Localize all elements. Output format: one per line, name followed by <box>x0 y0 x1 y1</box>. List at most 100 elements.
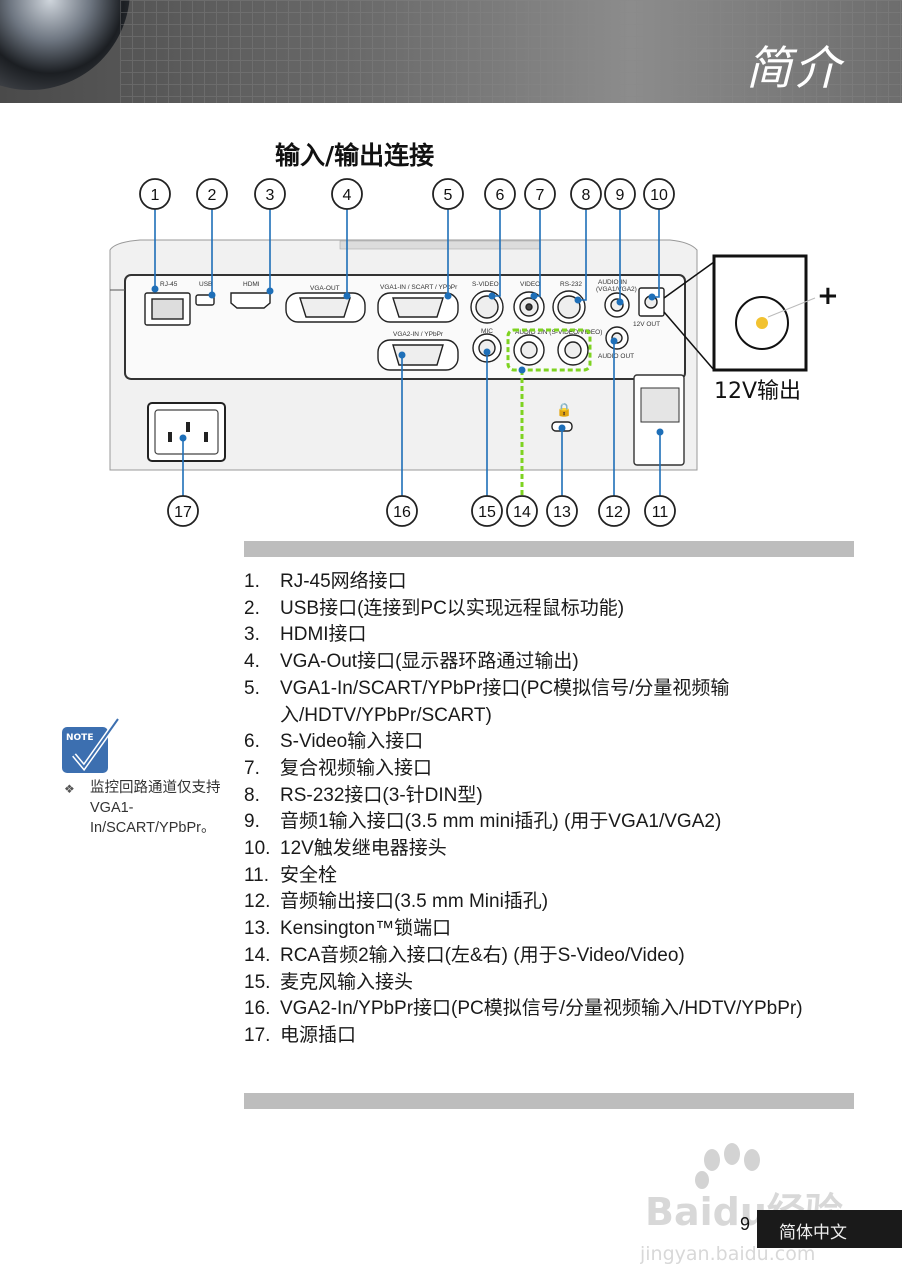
list-item: 3.HDMI接口 <box>244 622 864 649</box>
vga-out-port-label: VGA-OUT <box>310 285 340 292</box>
callout-number-top-0: 1 <box>151 187 160 204</box>
list-item-text: RS-232接口(3-针DIN型) <box>280 784 483 806</box>
callout-circle-bottom-2 <box>471 495 503 527</box>
list-item-number: 7. <box>244 757 260 779</box>
page-number: 9 <box>739 1214 750 1234</box>
callout-circle-top-6 <box>524 178 556 210</box>
12v-inset: + 12V输出 <box>663 254 839 404</box>
callout-circle-top-3 <box>331 178 363 210</box>
list-item-text: 音频输出接口(3.5 mm Mini插孔) <box>280 891 549 913</box>
list-item: 10.12V触发继电器接头 <box>244 836 864 863</box>
list-item-text: 安全栓 <box>280 864 338 886</box>
section-title: 简介 <box>746 41 842 95</box>
list-item-number: 15. <box>244 971 271 993</box>
note-bullet-icon: ❖ <box>64 782 75 796</box>
header-grid-pattern <box>120 0 902 103</box>
callout-circle-bottom-5 <box>598 495 630 527</box>
audio2-port-label: AUDIO 2IN (S-VIDEO/VIDEO) <box>515 329 602 336</box>
list-item-number: 9. <box>244 811 260 833</box>
connection-list: 1. RJ-45网络接口 2.USB接口(连接到PC以实现远程鼠标功能)3.HDMI… <box>244 569 864 1050</box>
list-item-number: 14. <box>244 944 271 966</box>
list-item-number: 5. <box>244 677 260 699</box>
audio-in-port-label: AUDIO IN <box>598 279 627 286</box>
callout-number-bottom-5: 12 <box>605 504 623 521</box>
callout-circle-top-7 <box>570 178 602 210</box>
callout-circle-bottom-1 <box>386 495 418 527</box>
list-item: 2.USB接口(连接到PC以实现远程鼠标功能) <box>244 596 864 623</box>
list-item: 12. 音频输出接口(3.5 mm Mini插孔) <box>244 889 864 916</box>
footer-language-tab <box>757 1210 902 1248</box>
audio2-highlight <box>506 328 592 372</box>
callout-circle-bottom-3 <box>506 495 538 527</box>
list-item-text: VGA2-In/YPbPr接口(PC模拟信号/分量视频输入/HDTV/YPbPr… <box>280 998 803 1020</box>
separator-bar-top <box>244 541 854 557</box>
leader-dots <box>151 285 664 442</box>
list-item-number: 16. <box>244 998 271 1020</box>
list-item-text: RJ-45网络接口 <box>280 571 407 592</box>
inset-plus-sign: + <box>817 281 839 311</box>
callout-number-top-5: 6 <box>496 187 505 204</box>
callout-number-top-8: 9 <box>616 187 625 204</box>
list-item-number: 12. <box>244 891 271 913</box>
callout-number-bottom-1: 16 <box>393 504 411 521</box>
page-footer: 9 简体中文 <box>733 1210 902 1248</box>
callout-number-top-7: 8 <box>582 187 591 204</box>
lens-graphic <box>0 0 130 90</box>
list-item-text: RCA音频2输入接口(左&右) (用于S-Video/Video) <box>280 944 685 966</box>
12v-out-port-label: 12V OUT <box>633 321 660 328</box>
list-item: 15.麦克风输入接头 <box>244 970 864 997</box>
leader-lines <box>154 208 661 497</box>
hdmi-port-label: HDMI <box>243 281 260 288</box>
list-item: 9. 音频1输入接口(3.5 mm mini插孔) (用于VGA1/VGA2) <box>244 809 864 836</box>
list-item-text: USB接口(连接到PC以实现远程鼠标功能) <box>280 597 625 619</box>
note-body: 监控回路通道仅支持VGA1-In/SCART/YPbPr。 <box>90 780 221 836</box>
note-text: ❖ 监控回路通道仅支持VGA1-In/SCART/YPbPr。 <box>64 778 224 838</box>
callout-number-top-4: 5 <box>444 187 453 204</box>
list-item: 17.电源插口 <box>244 1023 864 1050</box>
svg-text:NOTE: NOTE <box>66 733 93 743</box>
callout-circle-top-0 <box>139 178 171 210</box>
callout-circle-bottom-4 <box>546 495 578 527</box>
audio-in-sub-label: (VGA1/VGA2) <box>596 286 637 293</box>
callout-circle-bottom-6 <box>644 495 676 527</box>
list-item-text: 电源插口 <box>280 1024 357 1046</box>
audio-out-port-label: AUDIO OUT <box>598 353 634 360</box>
inset-12v-label: 12V输出 <box>714 379 801 404</box>
mic-port-label: MIC <box>481 328 493 335</box>
list-item-number: 4. <box>244 651 260 673</box>
callout-number-bottom-3: 14 <box>513 504 531 521</box>
ports <box>144 287 665 432</box>
callout-number-bottom-4: 13 <box>553 504 571 521</box>
list-item-text: 12V触发继电器接头 <box>280 838 447 860</box>
connection-diagram: RJ-45 USB HDMI VGA-OUT VGA1-IN / SCART /… <box>109 178 839 527</box>
list-item: 6. S-Video输入接口 <box>244 729 864 756</box>
list-item-number: 6. <box>244 731 260 753</box>
list-item: 7.复合视频输入接口 <box>244 756 864 783</box>
list-item-text: 音频1输入接口(3.5 mm mini插孔) (用于VGA1/VGA2) <box>280 811 722 833</box>
callout-circle-top-9 <box>643 178 675 210</box>
kensington-lock-icon: 🔒 <box>556 403 572 418</box>
callout-circle-top-8 <box>604 178 636 210</box>
list-item-number: 11. <box>244 864 270 886</box>
list-item-number: 1. <box>244 571 260 592</box>
usb-port-label: USB <box>199 281 212 288</box>
list-item: 1. RJ-45网络接口 <box>244 569 864 596</box>
list-item: 13. Kensington™锁端口 <box>244 916 864 943</box>
rj45-port-label: RJ-45 <box>160 281 178 288</box>
callout-number-top-3: 4 <box>343 187 352 204</box>
list-item-number: 8. <box>244 784 260 806</box>
vga2-in-port-label: VGA2-IN / YPbPr <box>393 331 444 338</box>
footer-language: 简体中文 <box>779 1223 847 1243</box>
callout-number-bottom-0: 17 <box>174 504 192 521</box>
callout-circle-top-4 <box>432 178 464 210</box>
callout-circle-top-1 <box>196 178 228 210</box>
separator-bar-bottom <box>244 1093 854 1109</box>
list-item-number: 13. <box>244 918 271 940</box>
baidu-watermark: Baidu经验 jingyan.baidu.com <box>640 1143 843 1265</box>
callout-number-top-9: 10 <box>650 187 668 204</box>
list-item-text: Kensington™锁端口 <box>280 918 452 940</box>
callout-number-bottom-6: 11 <box>652 504 669 521</box>
list-item-text: S-Video输入接口 <box>280 731 424 753</box>
page-header: 简介 <box>0 0 902 103</box>
